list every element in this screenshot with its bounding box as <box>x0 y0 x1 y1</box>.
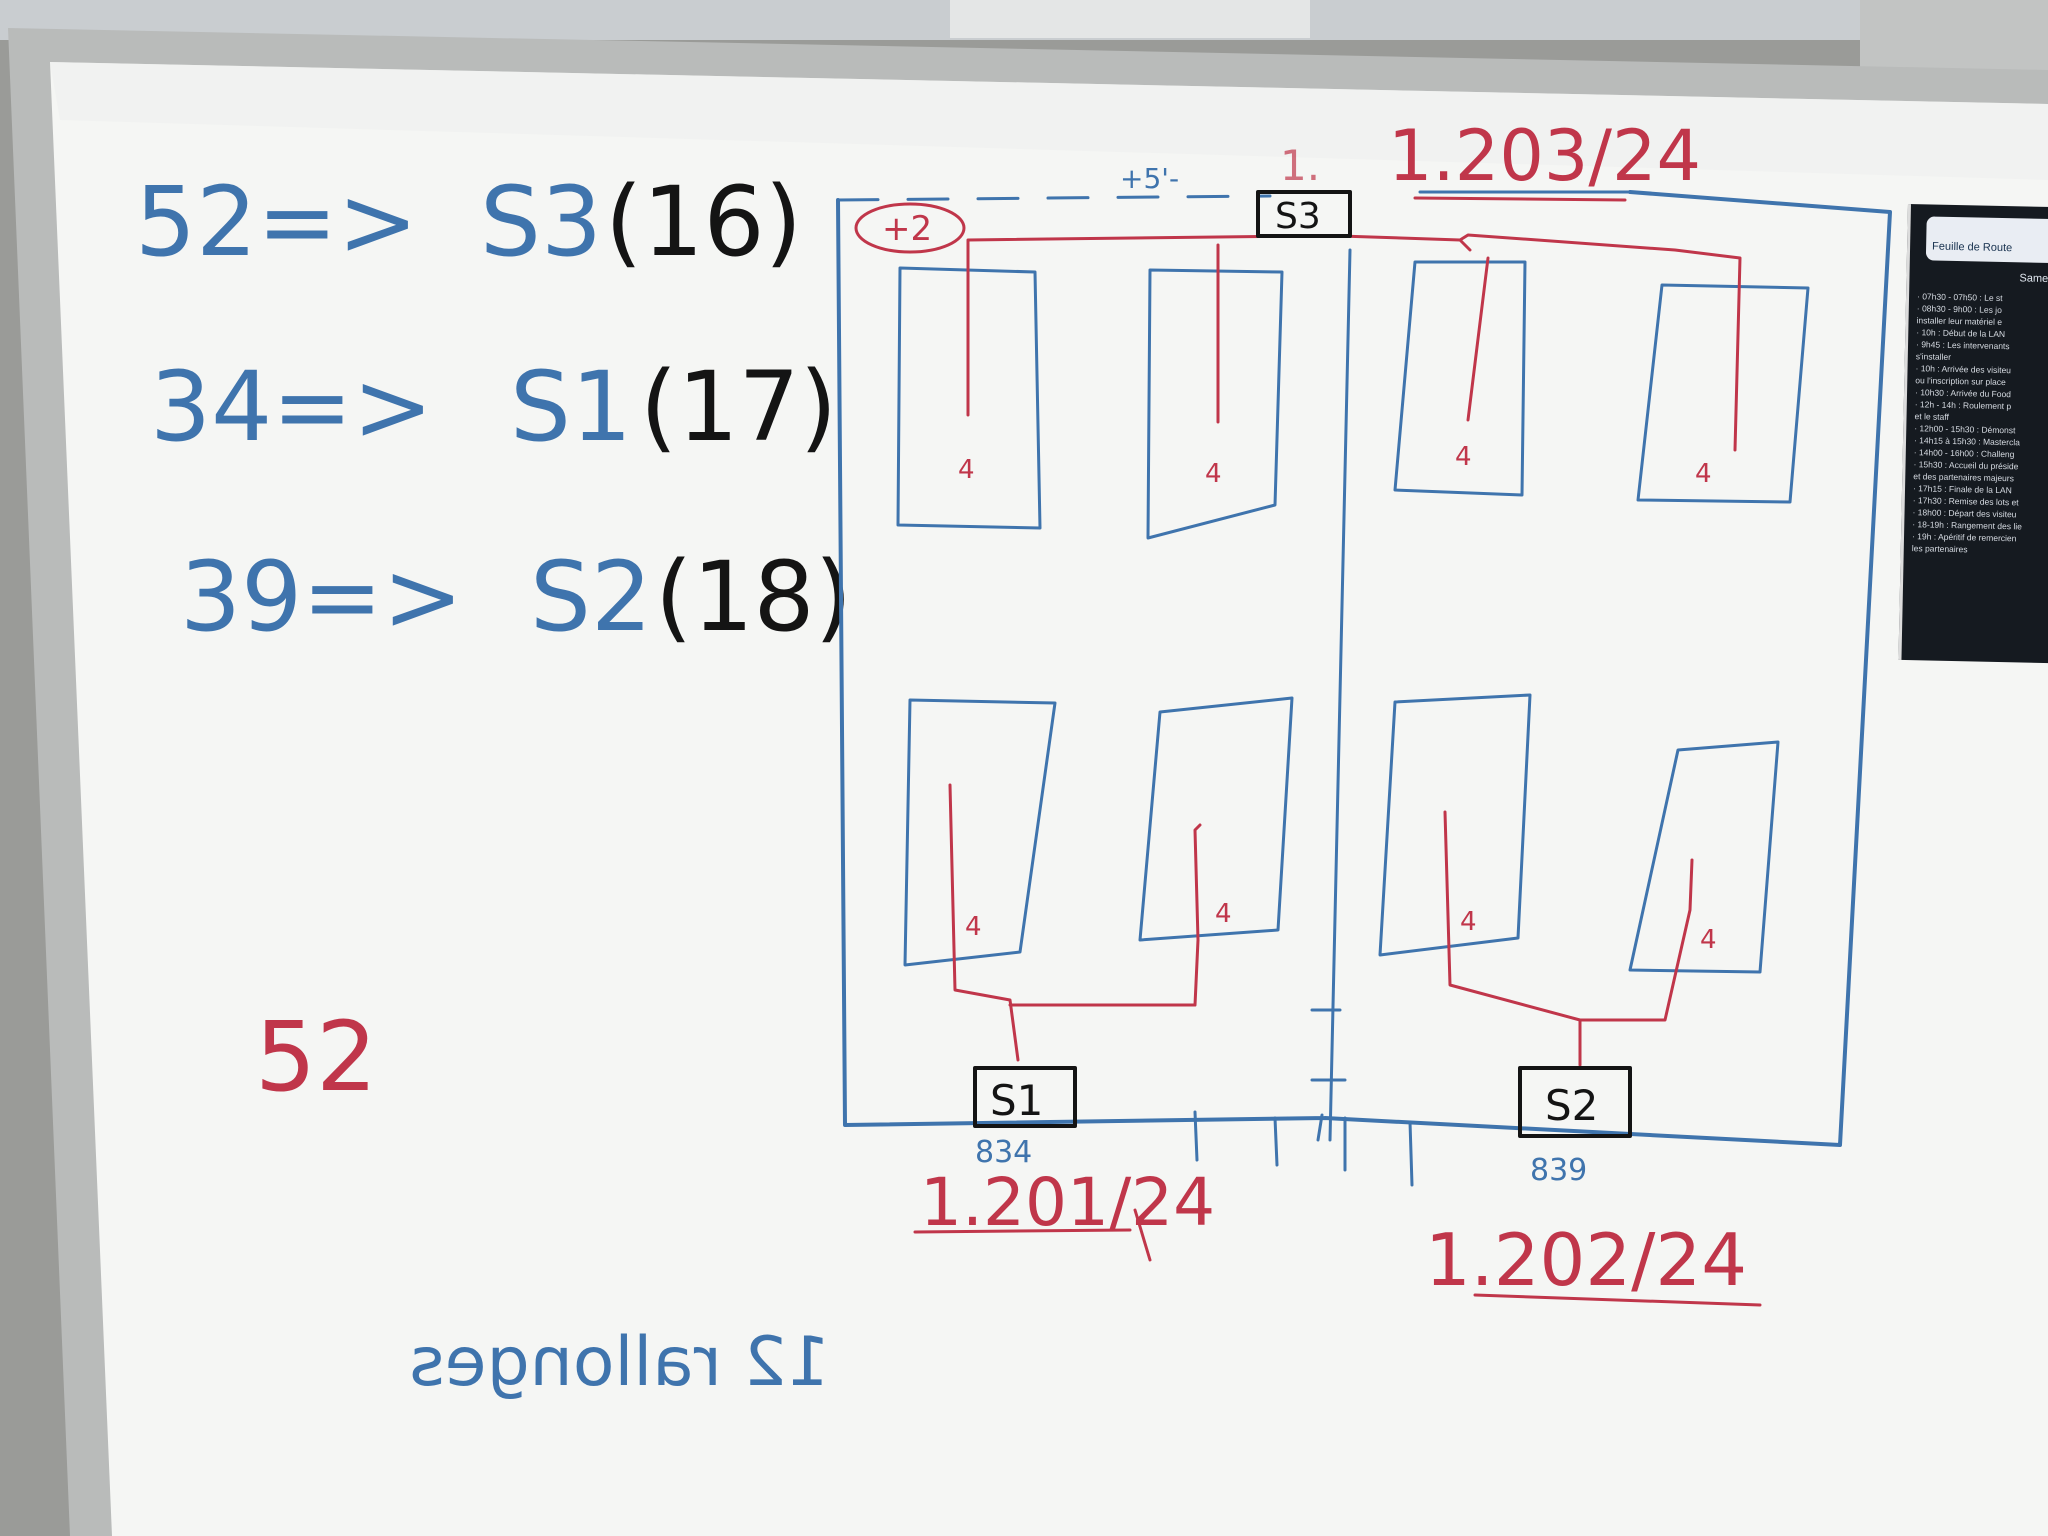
equation-2-target: S1 <box>510 351 632 463</box>
server-label-s3: S3 <box>1275 196 1321 237</box>
mirrored-note: 12 rallonges <box>409 1323 830 1402</box>
equation-3-lhs: 39=> <box>180 541 463 653</box>
air-vent <box>950 0 1310 38</box>
table-bottom-1 <box>903 698 1057 967</box>
equation-1-target: S3 <box>480 166 602 278</box>
schedule-list: · 07h30 - 07h50 : Le st· 08h30 - 9h00 : … <box>1912 290 2048 557</box>
board-surface <box>50 62 2048 1536</box>
schedule-sheet: Feuille de Route Same · 07h30 - 07h50 : … <box>1898 204 2048 664</box>
table-bottom-4 <box>1628 740 1780 974</box>
schedule-day: Same <box>2019 272 2048 285</box>
center-divider <box>1328 248 1352 1142</box>
red-cable-top <box>966 233 1742 452</box>
equation-1-count: (16) <box>605 166 802 278</box>
equation-2-count: (17) <box>640 351 837 463</box>
outlet-mark: 4 <box>1700 925 1717 955</box>
top-label-prefix: 1. <box>1280 141 1320 190</box>
plus-two-circle <box>854 202 966 254</box>
floor-plan <box>836 190 1892 1307</box>
table-top-4 <box>1636 283 1810 504</box>
schedule-title: Feuille de Route <box>1925 216 2048 264</box>
table-bottom-2 <box>1138 696 1294 942</box>
outlet-mark: 4 <box>1215 899 1232 929</box>
red-note: 52 <box>255 1001 377 1113</box>
server-box-s1 <box>973 1066 1077 1128</box>
top-label: 1.203/24 <box>1388 115 1701 197</box>
plus-two-label: +2 <box>882 209 932 249</box>
table-bottom-3 <box>1378 693 1532 957</box>
room-2-count: 839 <box>1530 1153 1587 1188</box>
mirrored-note-group: 12 rallonges <box>409 1323 830 1402</box>
server-box-s2 <box>1518 1066 1632 1138</box>
red-cable-bottom <box>948 783 1694 1067</box>
equation-3-target: S2 <box>530 541 652 653</box>
equation-3: 39=> S2 (18) <box>180 541 852 653</box>
room-outline-top <box>836 194 1272 202</box>
equation-3-count: (18) <box>655 541 852 653</box>
dimension-note: +5'- <box>1120 162 1179 195</box>
server-label-s1: S1 <box>990 1076 1043 1125</box>
server-label-s2: S2 <box>1545 1081 1598 1130</box>
equation-1-lhs: 52=> <box>135 166 418 278</box>
equation-2: 34=> S1 (17) <box>150 351 837 463</box>
outlet-mark: 4 <box>1205 459 1222 489</box>
equation-2-lhs: 34=> <box>150 351 433 463</box>
outlet-mark: 4 <box>965 912 982 942</box>
schedule-line: les partenaires <box>1911 543 1968 555</box>
table-top-2 <box>1146 268 1284 540</box>
outlet-mark: 4 <box>958 455 975 485</box>
outlet-mark: 4 <box>1460 907 1477 937</box>
room-1-number: 1.201/24 <box>920 1164 1215 1241</box>
server-box-s3 <box>1256 190 1352 238</box>
outlet-mark: 4 <box>1695 459 1712 489</box>
table-top-1 <box>896 266 1042 530</box>
equation-1: 52=> S3 (16) <box>135 166 802 278</box>
room-2-number: 1.202/24 <box>1425 1218 1747 1302</box>
outlet-mark: 4 <box>1455 442 1472 472</box>
room-1-count: 834 <box>975 1135 1032 1170</box>
outlet-marks: 4 4 4 4 4 4 4 4 <box>958 442 1717 955</box>
wall-ticks <box>1193 1110 1414 1187</box>
